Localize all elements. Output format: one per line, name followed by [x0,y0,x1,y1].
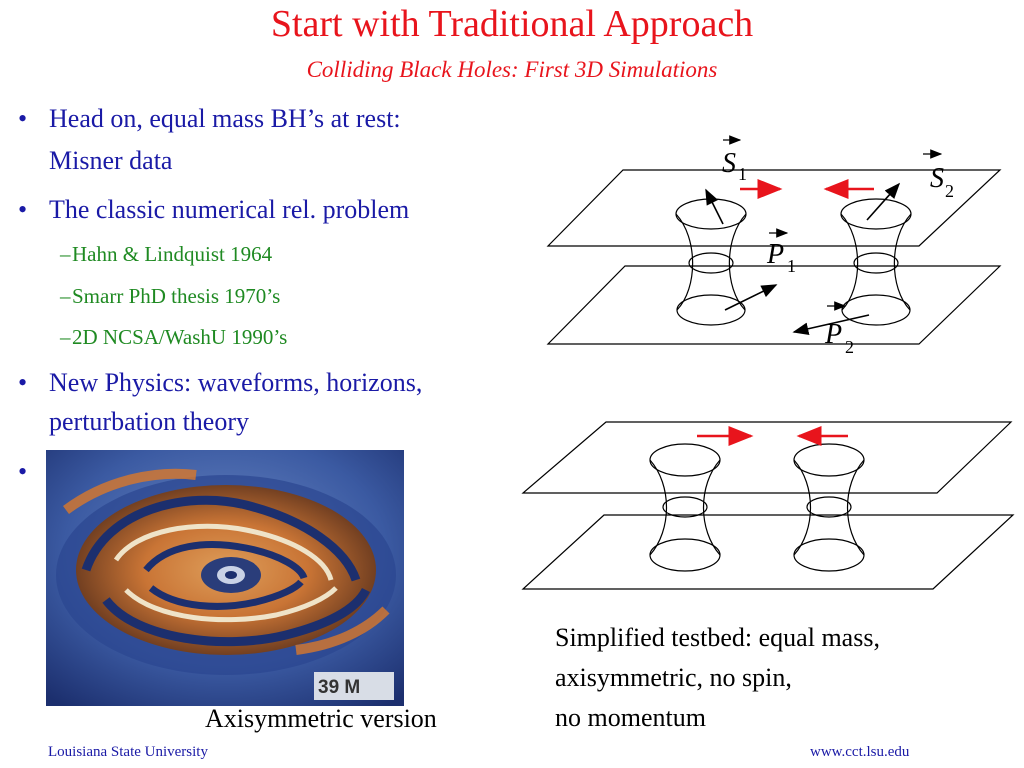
label-s1: S 1 [722,135,747,184]
bullet-text: New Physics: waveforms, horizons, [49,368,423,397]
momentum-vector [792,314,870,336]
sub-bullet-text: Smarr PhD thesis 1970’s [72,284,281,308]
spin-vector [705,188,724,225]
upper-sheet [546,169,1002,247]
svg-text:2: 2 [945,181,954,201]
sub-bullet-text: Hahn & Lindquist 1964 [72,242,273,266]
momentum-vector [724,284,778,311]
bullet-marker: • [18,368,28,397]
image-caption: Axisymmetric version [205,704,437,733]
label-p1: P 1 [766,228,796,276]
svg-text:1: 1 [787,256,796,276]
spinning-bh-diagram: S 1 S 2 P 1 P 2 [546,135,1002,357]
svg-text:1: 1 [738,164,747,184]
right-throat [793,443,865,572]
right-throat [840,198,912,326]
svg-text:S: S [930,163,944,194]
left-throat [675,198,747,326]
bullet-text: Misner data [49,146,173,175]
svg-text:P: P [766,239,784,270]
lower-sheet [546,265,1002,345]
sub-bullet-marker: – [60,325,71,349]
slide-title: Start with Traditional Approach [270,3,754,45]
svg-text:S: S [722,148,736,179]
lower-sheet [521,514,1015,590]
sub-bullet-item: – Smarr PhD thesis 1970’s [60,283,281,309]
footer-right: www.cct.lsu.edu [810,744,910,760]
bullet-text: perturbation theory [49,407,249,436]
bullet-marker: • [18,457,28,486]
left-throat [649,443,721,572]
testbed-caption-line: Simplified testbed: equal mass, [555,623,880,652]
svg-text:2: 2 [845,337,854,357]
time-label: 39 M [318,677,360,698]
bullet-marker: • [18,104,28,133]
sub-bullet-item: – 2D NCSA/WashU 1990’s [60,324,288,350]
slide-subtitle: Colliding Black Holes: First 3D Simulati… [306,57,718,82]
upper-sheet [521,421,1013,494]
testbed-diagram [521,421,1015,590]
sub-bullet-item: – Hahn & Lindquist 1964 [60,241,273,267]
bullet-marker: • [18,195,28,224]
spin-vector [866,182,901,221]
footer-left: Louisiana State University [48,744,208,760]
sub-bullet-marker: – [60,284,71,308]
sub-bullet-text: 2D NCSA/WashU 1990’s [72,325,288,349]
simulation-image: 39 M [46,450,404,706]
label-s2: S 2 [923,149,954,201]
testbed-caption-line: no momentum [555,703,706,732]
sub-bullet-marker: – [60,242,71,266]
svg-text:P: P [824,319,842,350]
bullet-text: The classic numerical rel. problem [49,195,410,224]
testbed-caption-line: axisymmetric, no spin, [555,663,792,692]
bullet-text: Head on, equal mass BH’s at rest: [49,104,401,133]
label-p2: P 2 [824,301,854,357]
